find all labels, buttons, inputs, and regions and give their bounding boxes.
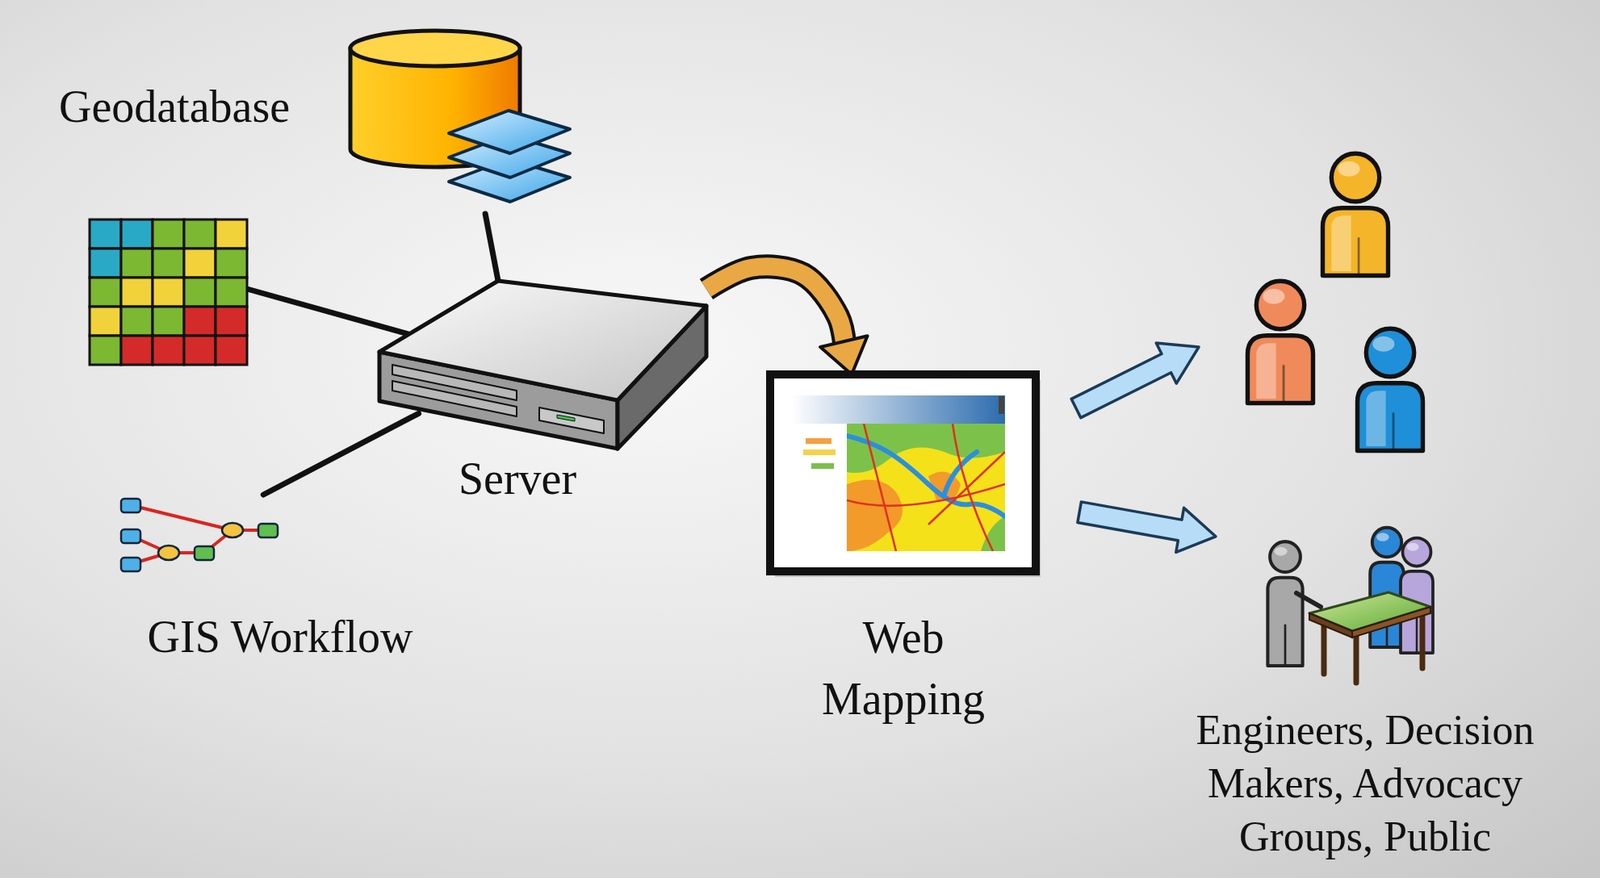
layers-icon xyxy=(448,110,570,202)
node-label: GIS Workflow xyxy=(147,610,414,665)
raster-grid xyxy=(89,219,248,365)
people-icon xyxy=(1248,153,1424,451)
node-label: Engineers, Decision Makers, Advocacy Gro… xyxy=(1151,703,1580,864)
meeting-icon xyxy=(1267,527,1433,683)
server-node: Server xyxy=(379,280,707,449)
node-label: Server xyxy=(458,452,577,507)
raster-cell xyxy=(184,335,216,365)
workflow-icon xyxy=(121,498,278,572)
raster-cell xyxy=(121,248,153,278)
raster-cell xyxy=(152,306,185,336)
raster-cell xyxy=(215,335,248,365)
arrow-head xyxy=(820,335,868,375)
raster-cell xyxy=(89,306,122,336)
arrow-outline xyxy=(706,266,845,345)
raster-cell xyxy=(152,277,185,307)
connector-line xyxy=(263,413,419,495)
raster-cell xyxy=(215,277,248,307)
workflow-node: GIS Workflow xyxy=(117,494,284,577)
raster-cell xyxy=(121,277,153,307)
connector xyxy=(485,213,499,281)
raster-cell xyxy=(152,248,185,278)
connector xyxy=(263,413,419,495)
raster-cell xyxy=(152,219,185,249)
raster-cell xyxy=(89,335,122,365)
raster-cell xyxy=(215,306,248,336)
raster-cell xyxy=(215,248,248,278)
audience-arrow xyxy=(1071,343,1199,418)
raster-cell xyxy=(215,219,248,249)
raster-cell xyxy=(121,335,153,365)
raster-cell xyxy=(184,277,216,307)
raster-cell xyxy=(89,219,122,249)
raster-cell xyxy=(184,219,216,249)
raster-cell xyxy=(89,248,122,278)
database-node: Geodatabase xyxy=(350,28,572,214)
server-box xyxy=(379,280,707,449)
connector xyxy=(1077,502,1216,553)
raster-cell xyxy=(152,335,185,365)
curved-arrow xyxy=(706,266,845,345)
connector xyxy=(706,266,868,375)
raster-cell xyxy=(184,306,216,336)
raster-cell xyxy=(89,277,122,307)
block-arrow xyxy=(1077,502,1216,553)
raster-cell xyxy=(184,248,216,278)
connector-line xyxy=(485,213,499,281)
raster-cell xyxy=(121,219,153,249)
node-label: Geodatabase xyxy=(58,79,290,135)
audience-node: Engineers, Decision Makers, Advocacy Gro… xyxy=(1264,525,1445,679)
raster-wire xyxy=(247,289,420,338)
web-map-node: Web Mapping xyxy=(770,374,1036,572)
raster-cell xyxy=(121,306,153,336)
web-map-window xyxy=(770,374,1041,578)
node-label: Web Mapping xyxy=(802,607,1005,730)
